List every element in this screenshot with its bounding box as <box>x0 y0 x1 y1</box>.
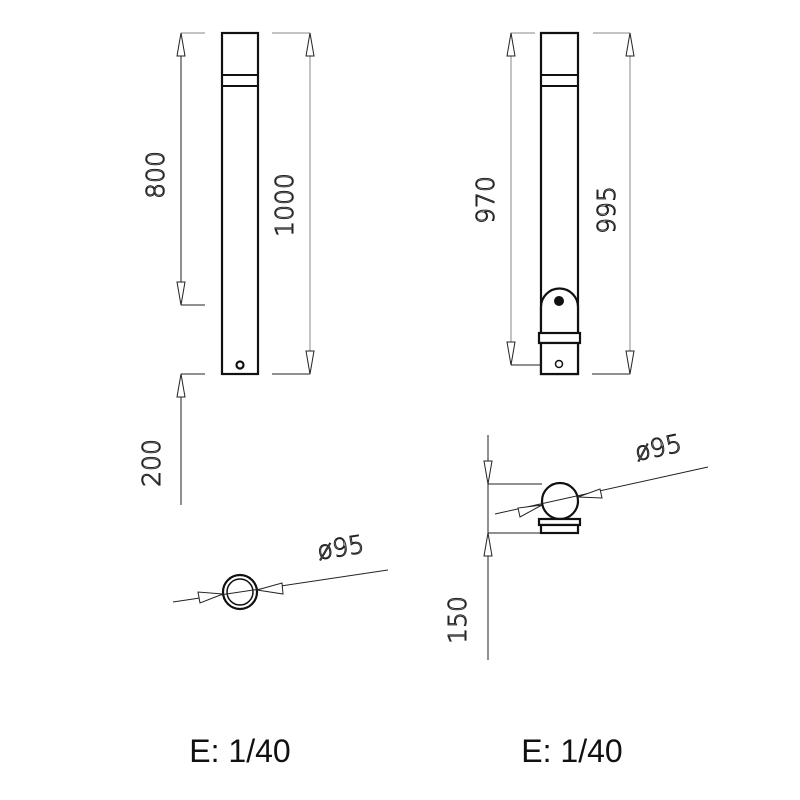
diameter-label-right: ø95 <box>632 429 684 467</box>
right-dimension-995 <box>592 32 635 375</box>
dim-label-995: 995 <box>592 186 621 234</box>
scale-label-left: E: 1/40 <box>189 733 290 769</box>
left-dimension-800 <box>176 32 205 306</box>
left-post-elevation <box>220 31 260 376</box>
dim-label-800: 800 <box>141 151 170 199</box>
dim-label-150: 150 <box>443 596 472 644</box>
right-plan-section <box>483 435 709 660</box>
left-plan-section <box>172 569 389 611</box>
left-dimension-1000 <box>272 32 315 375</box>
right-post-elevation <box>537 31 582 376</box>
dim-label-1000: 1000 <box>270 173 299 237</box>
scale-label-right: E: 1/40 <box>521 733 622 769</box>
right-dimension-970 <box>506 32 541 366</box>
left-dimension-200 <box>176 373 205 505</box>
dim-label-970: 970 <box>471 176 500 224</box>
dim-label-200: 200 <box>137 439 166 487</box>
diameter-label-left: ø95 <box>315 530 366 566</box>
